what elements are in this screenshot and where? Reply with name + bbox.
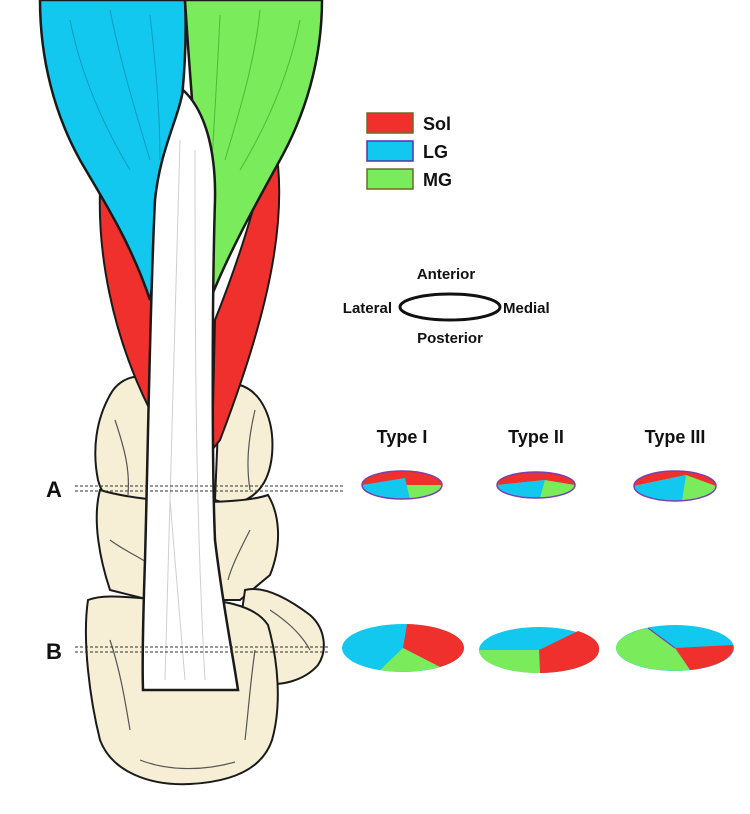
section-b-type-3 — [616, 625, 734, 671]
legend-label-mg: MG — [423, 170, 452, 190]
orientation-ellipse — [398, 292, 502, 322]
legend-swatch-lg — [366, 140, 414, 162]
anterior-label: Anterior — [417, 266, 476, 283]
type-2-label: Type II — [508, 427, 564, 447]
level-a-label: A — [46, 477, 62, 502]
posterior-label: Posterior — [417, 330, 483, 347]
type-1-label: Type I — [377, 427, 428, 447]
achilles-tendon — [141, 87, 240, 692]
level-b-label: B — [46, 639, 62, 664]
tendon-fibers — [164, 139, 206, 681]
section-a-type-1 — [361, 470, 443, 500]
lateral-label: Lateral — [343, 300, 392, 317]
section-b-type-2 — [479, 627, 600, 674]
type-3-label: Type III — [645, 427, 706, 447]
orientation-key: Anterior Lateral Medial Posterior — [343, 266, 550, 347]
muscle-striations — [69, 9, 161, 171]
medial-label: Medial — [503, 300, 550, 317]
section-a-type-2 — [496, 471, 576, 499]
level-line-b — [75, 646, 330, 653]
section-a-type-3 — [633, 470, 717, 502]
legend-swatch-sol — [366, 112, 414, 134]
legend-label-sol: Sol — [423, 114, 451, 134]
legend-swatch-mg — [366, 168, 414, 190]
section-b-type-1 — [342, 624, 465, 672]
legend-label-lg: LG — [423, 142, 448, 162]
muscle-striations-medial — [211, 9, 301, 171]
legend: Sol LG MG — [366, 112, 452, 190]
